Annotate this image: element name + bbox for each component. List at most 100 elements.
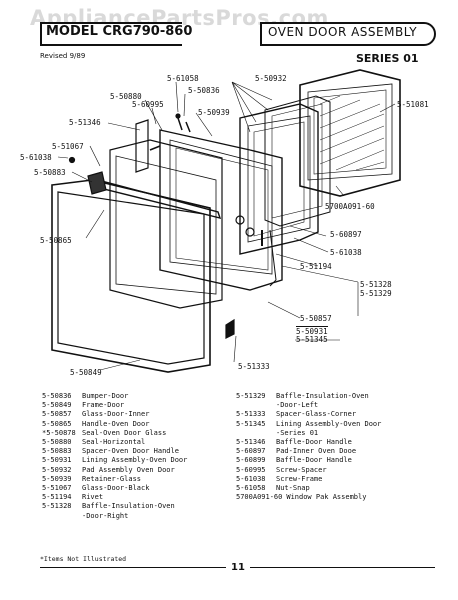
part-number: 5-51328 xyxy=(42,502,72,511)
callout-5-50931: 5-50931 xyxy=(296,326,328,336)
part-number: 5-50931 xyxy=(42,456,72,465)
page-number: 11 xyxy=(226,562,250,573)
callout-5-50880: 5-50880 xyxy=(110,92,142,101)
callout-5-61058: 5-61058 xyxy=(167,74,199,83)
part-number: 5-51067 xyxy=(42,484,72,493)
part-number: *5-50878 xyxy=(42,428,76,437)
part-number: 5-50883 xyxy=(42,447,72,456)
part-number: 5-50932 xyxy=(42,465,72,474)
part-description: -Series 01 xyxy=(276,428,319,437)
parts-row: 5-51328 Baffle-Insulation-Oven xyxy=(42,502,187,511)
part-description: Lining Assembly-Oven Door xyxy=(82,456,188,465)
callout-5-51081: 5-51081 xyxy=(397,100,429,109)
part-description: Rivet xyxy=(82,493,104,502)
part-description: Screw-Frame xyxy=(276,474,323,483)
part-number: 5-50939 xyxy=(42,474,72,483)
footnote: *Items Not Illustrated xyxy=(40,555,127,563)
parts-row: 5-51346 Baffle-Door Handle xyxy=(236,438,381,447)
part-number: 5-51329 xyxy=(236,392,266,400)
callout-5-60995: 5-60995 xyxy=(132,100,164,109)
parts-row: 5-50883 Spacer-Oven Door Handle xyxy=(42,447,187,456)
part-number: 5-60995 xyxy=(236,465,266,474)
parts-row: 5-50939 Retainer-Glass xyxy=(42,475,187,484)
part-number: 5-50880 xyxy=(42,438,72,447)
lining-assembly xyxy=(239,103,319,255)
section-title-box xyxy=(260,22,436,46)
callout-5-51333: 5-51333 xyxy=(238,362,270,371)
part-description: Bumper-Door xyxy=(82,392,129,400)
parts-row: 5-50880 Seal-Horizontal xyxy=(42,438,187,447)
part-description: Baffle-Insulation-Oven xyxy=(276,392,369,400)
parts-row: 5-50931 Lining Assembly-Oven Door xyxy=(42,456,187,465)
door-glass-outline xyxy=(57,191,205,365)
model-box xyxy=(40,22,182,46)
part-description: Glass-Door-Inner xyxy=(82,410,150,419)
part-number: 5-51333 xyxy=(236,410,266,419)
part-number: 5-50849 xyxy=(42,401,72,410)
handle-spacer xyxy=(87,171,107,195)
revised-date: Revised 9/89 xyxy=(40,52,86,60)
part-description: Window Pak Assembly xyxy=(286,493,367,502)
model-label: MODEL CRG790-860 xyxy=(46,24,193,39)
callout-5-61038-left: 5-61038 xyxy=(20,153,52,162)
part-description: Baffle-Door Handle xyxy=(276,438,352,447)
part-description: Nut-Snap xyxy=(276,484,310,493)
callout-5-50883: 5-50883 xyxy=(34,168,66,177)
callout-5-50865: 5-50865 xyxy=(40,236,72,245)
parts-row: 5-51067 Glass-Door-Black xyxy=(42,484,187,493)
part-description: -Door-Right xyxy=(82,511,129,520)
part-description: Seal-Horizontal xyxy=(82,438,146,447)
part-number: 5-51346 xyxy=(236,438,266,447)
part-number: 5-51194 xyxy=(42,493,72,502)
parts-row: 5-50836 Bumper-Door xyxy=(42,392,187,401)
part-description: Retainer-Glass xyxy=(82,474,142,483)
part-description: Pad-Inner Oven Dooe xyxy=(276,447,357,456)
part-description: Spacer-Oven Door Handle xyxy=(82,447,179,456)
part-description: Screw-Spacer xyxy=(276,465,327,474)
baffle-door-handle xyxy=(135,119,149,173)
parts-row: 5-60897 Pad-Inner Oven Dooe xyxy=(236,447,381,456)
parts-row: -Door-Right xyxy=(42,512,187,521)
part-description: Glass-Door-Black xyxy=(82,484,150,493)
part-number: 5-60899 xyxy=(236,456,266,465)
callout-5700a091-60: 5700A091-60 xyxy=(325,202,375,211)
part-description: Pad Assembly Oven Door xyxy=(82,465,175,474)
part-number: 5700A091-60 xyxy=(236,493,283,502)
part-number: 5-51345 xyxy=(236,419,266,428)
parts-row: 5-61038 Screw-Frame xyxy=(236,475,381,484)
part-number: 5-60897 xyxy=(236,447,266,456)
parts-row: 5-50932 Pad Assembly Oven Door xyxy=(42,466,187,475)
inner-glass-panel xyxy=(109,139,223,309)
parts-row: 5-61058 Nut-Snap xyxy=(236,484,381,493)
parts-row: 5-51194 Rivet xyxy=(42,493,187,502)
part-number: 5-61038 xyxy=(236,474,266,483)
part-number: 5-61058 xyxy=(236,484,266,493)
part-description: Lining Assembly-Oven Door xyxy=(276,419,382,428)
part-description: Baffle-Insulation-Oven xyxy=(82,502,175,511)
window-pak xyxy=(299,69,401,197)
parts-row: -Series 01 xyxy=(236,429,381,438)
parts-row: -Door-Left xyxy=(236,401,381,410)
parts-row: 5-51345 Lining Assembly-Oven Door xyxy=(236,420,381,429)
callout-5-51329: 5-51329 xyxy=(360,289,392,298)
parts-row: 5-60995 Screw-Spacer xyxy=(236,466,381,475)
callout-5-50939: 5-50939 xyxy=(198,108,230,117)
callout-5-50857: 5-50857 xyxy=(300,314,332,323)
callout-5-50849: 5-50849 xyxy=(70,368,102,377)
pad-assembly xyxy=(264,95,331,227)
parts-row: 5-51329 Baffle-Insulation-Oven xyxy=(236,392,381,401)
callout-5-51194: 5-51194 xyxy=(300,262,332,271)
retainer-glass xyxy=(159,129,283,291)
callout-5-51345: 5-51345 xyxy=(296,335,328,344)
callout-5-50932: 5-50932 xyxy=(255,74,287,83)
callout-5-61038-right: 5-61038 xyxy=(330,248,362,257)
part-number: 5-50836 xyxy=(42,392,72,400)
